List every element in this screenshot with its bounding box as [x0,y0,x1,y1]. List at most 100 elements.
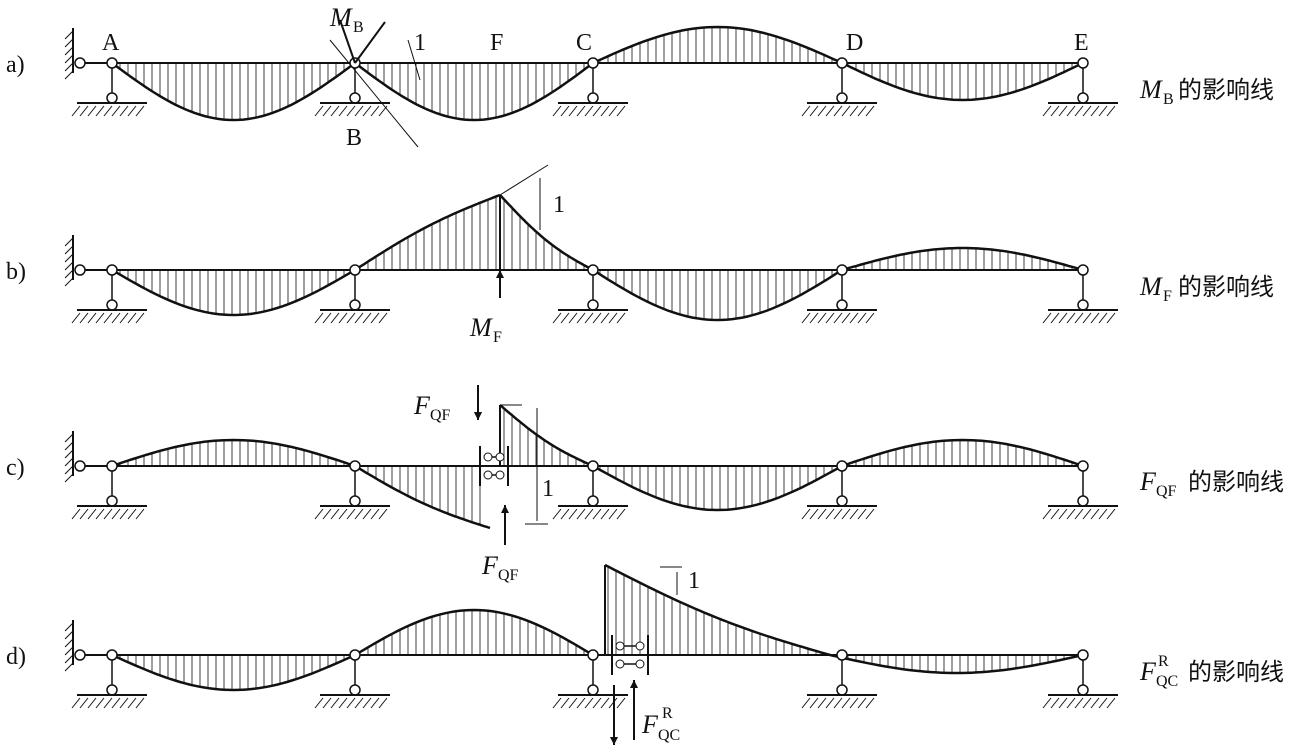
undefined-hatch [354,105,364,117]
undefined-hatch [552,312,562,324]
row-d-support-d-hinge [836,649,848,661]
wall-hatch [64,62,74,72]
undefined-hatch [833,312,843,324]
undefined-hatch [841,312,851,324]
undefined-hatch [825,697,835,709]
undefined-hatch [1082,312,1092,324]
undefined-hatch [568,508,578,520]
undefined-hatch [119,508,129,520]
undefined-hatch [338,105,348,117]
wall-hatch [64,457,74,467]
undefined-hatch [560,508,570,520]
undefined-hatch [346,508,356,520]
title-text: 的影响线 [1178,274,1274,301]
undefined-hatch [801,312,811,324]
row-b-influence-curve [499,194,594,272]
undefined-hatch [87,697,97,709]
undefined-hatch [1050,105,1060,117]
row-c-influence-curve [499,404,594,468]
fqc-arrow-up-head [630,680,638,688]
undefined-hatch [1042,312,1052,324]
wall-hinge [74,57,86,69]
mb-moment-arrow [339,19,356,64]
point-label-a: A [102,30,120,56]
row-c-support-a-hinge [106,460,118,472]
undefined-hatch [592,105,602,117]
undefined-hatch [809,508,819,520]
undefined-hatch [592,312,602,324]
undefined-hatch [378,312,388,324]
title-mb-influence-line: M B 的影响线 [1139,75,1274,108]
undefined-hatch [103,105,113,117]
fqf-arrow-up-head [501,505,509,513]
point-label-e: E [1074,30,1089,56]
undefined-hatch [71,312,81,324]
row-d-influence-curve [829,653,1084,675]
row-tag-c: c) [6,455,25,481]
wall-hinge [74,460,86,472]
row-c-support-d-hinge [836,460,848,472]
undefined-hatch [865,697,875,709]
undefined-hatch [1058,105,1068,117]
undefined-hatch [825,105,835,117]
undefined-hatch [616,508,626,520]
title-symbol: F [1139,467,1157,496]
row-a-influence-curve [592,25,843,65]
undefined-hatch [103,312,113,324]
undefined-hatch [71,697,81,709]
row-a-support-a-hinge [106,57,118,69]
row-d-support-b-hinge [349,684,361,696]
undefined-hatch [111,697,121,709]
undefined-hatch [600,697,610,709]
shear-link-hinge [495,470,505,480]
fqf-label-bottom-sub: QF [498,567,519,584]
undefined-hatch [111,105,121,117]
undefined-hatch [1050,697,1060,709]
row-c-support-c-hinge [587,460,599,472]
undefined-hatch [378,697,388,709]
undefined-hatch [1042,508,1052,520]
row-d-support-c-hinge [587,684,599,696]
undefined-hatch [1074,697,1084,709]
undefined-hatch [127,508,137,520]
shear-link-hinge [635,659,645,669]
row-a-support-a-hinge [106,92,118,104]
row-d-support-e-hinge [1077,649,1089,661]
undefined-hatch [841,105,851,117]
wall-hatch [64,662,74,672]
undefined-hatch [608,312,618,324]
undefined-hatch [1066,697,1076,709]
title-superscript: R [1158,653,1169,670]
unit-label-c: 1 [542,476,554,502]
row-b-support-c-hinge [587,299,599,311]
undefined-hatch [314,508,324,520]
undefined-hatch [370,697,380,709]
undefined-hatch [95,312,105,324]
wall-hinge [74,649,86,661]
undefined-hatch [1098,105,1108,117]
wall-hatch [64,261,74,271]
undefined-hatch [1074,312,1084,324]
wall-hatch [64,269,74,279]
undefined-hatch [809,312,819,324]
title-text: 的影响线 [1188,659,1284,686]
undefined-hatch [103,508,113,520]
undefined-hatch [354,312,364,324]
row-d-support-e-hinge [1077,684,1089,696]
wall-hatch [64,638,74,648]
row-b-support-a-hinge [106,299,118,311]
undefined-hatch [817,697,827,709]
fqc-arrow-down-head [610,737,618,745]
row-tag-a: a) [6,52,25,78]
undefined-hatch [801,105,811,117]
row-a-support-d-hinge [836,92,848,104]
undefined-hatch [841,697,851,709]
undefined-hatch [568,105,578,117]
unit-arc-a [407,39,421,81]
row-d-influence-curve [111,653,356,692]
row-d-support-d-hinge [836,684,848,696]
undefined-hatch [600,508,610,520]
row-b-support-e-hinge [1077,264,1089,276]
undefined-hatch [1090,105,1100,117]
undefined-hatch [135,508,145,520]
